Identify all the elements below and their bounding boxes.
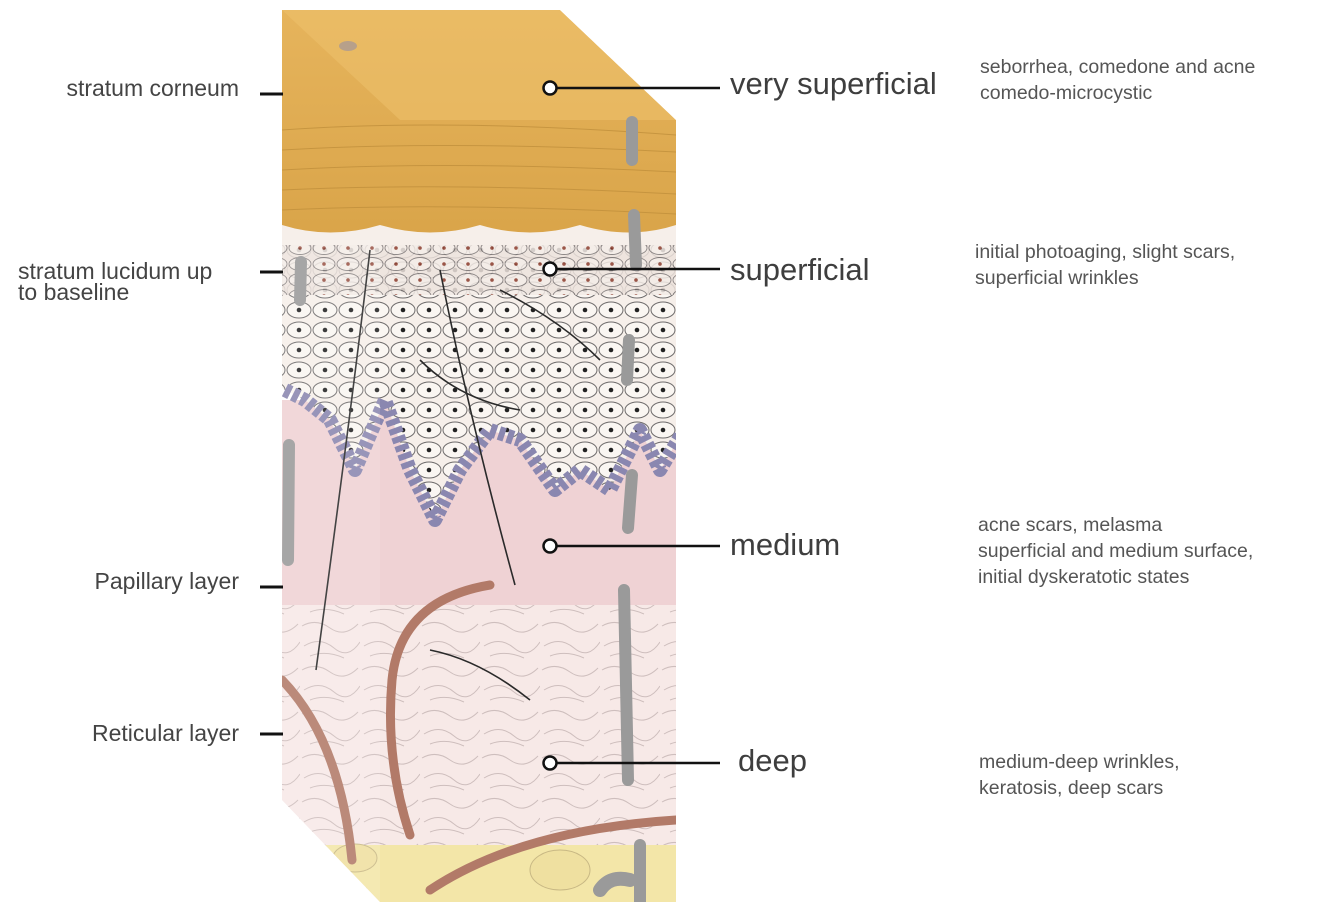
depth-superficial: superficial — [730, 252, 870, 288]
depth-very-superficial: very superficial — [730, 66, 937, 102]
label-reticular-layer: Reticular layer — [92, 723, 239, 744]
marker-superficial — [544, 263, 557, 276]
depth-deep: deep — [738, 743, 807, 779]
conditions-medium: acne scars, melasma superficial and medi… — [978, 512, 1253, 590]
depth-medium: medium — [730, 527, 840, 563]
label-stratum-corneum: stratum corneum — [66, 78, 239, 99]
conditions-very-superficial: seborrhea, comedone and acne comedo-micr… — [980, 54, 1255, 106]
marker-medium — [544, 540, 557, 553]
marker-deep — [544, 757, 557, 770]
label-stratum-lucidum: stratum lucidum up to baseline — [18, 261, 212, 303]
conditions-deep: medium-deep wrinkles, keratosis, deep sc… — [979, 749, 1180, 801]
conditions-superficial: initial photoaging, slight scars, superf… — [975, 239, 1235, 291]
skin-block — [270, 10, 690, 902]
marker-very-superficial — [544, 82, 557, 95]
label-papillary-layer: Papillary layer — [95, 571, 239, 592]
layer-pointers — [260, 94, 283, 734]
